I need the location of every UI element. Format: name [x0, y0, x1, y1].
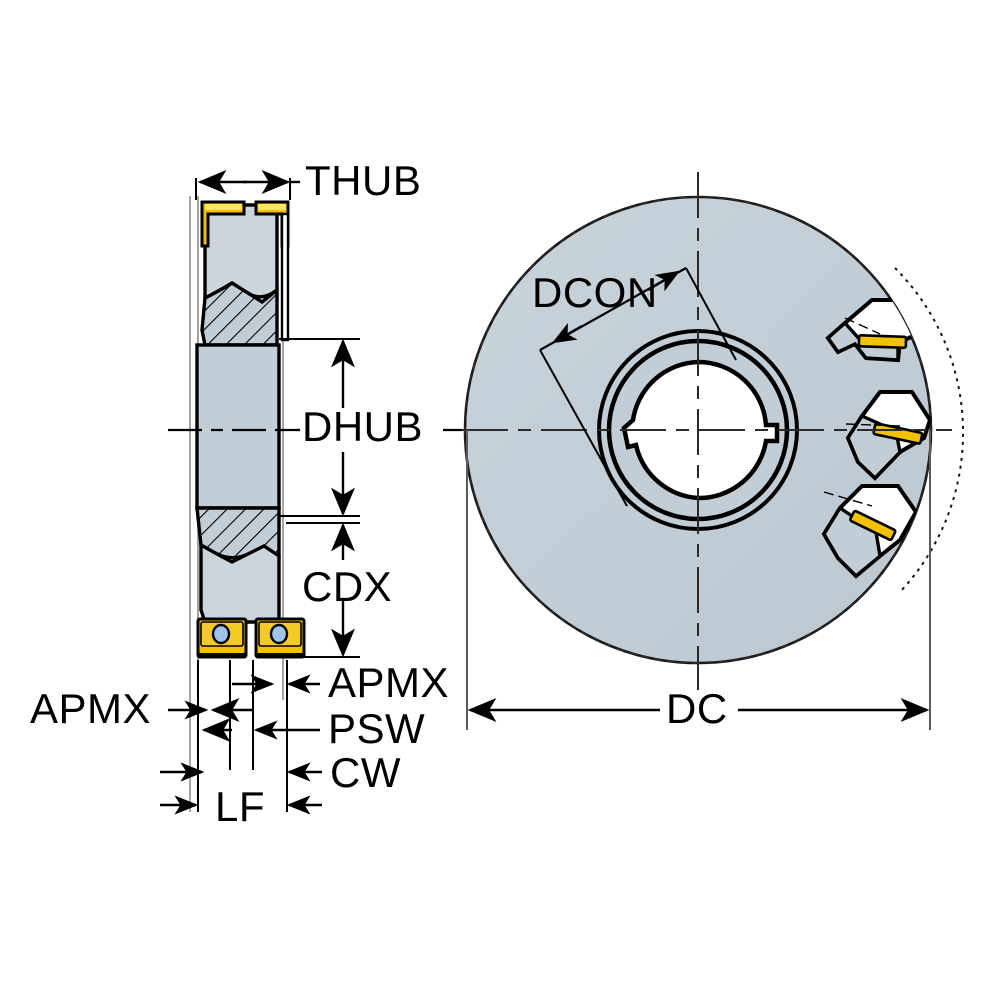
- dcon-leader-to-hub: [539, 349, 628, 507]
- label-dcon: DCON: [532, 269, 658, 316]
- face-view: [462, 172, 965, 730]
- dimension-dc: [466, 430, 931, 730]
- insert-top-right-highlight: [258, 204, 286, 210]
- label-apmx-left: APMX: [30, 685, 152, 732]
- insert-top-left: [200, 200, 246, 248]
- side-section-view: [160, 170, 462, 815]
- insert-pocket-upper-centerline: [844, 317, 881, 335]
- dimension-cdx: [286, 522, 360, 658]
- face-view-centerlines: [462, 172, 952, 690]
- label-cdx: CDX: [302, 563, 393, 610]
- screw-bottom-left: [211, 623, 231, 645]
- body-lower-rim: [199, 542, 281, 624]
- label-dc: DC: [666, 685, 728, 732]
- label-lf: LF: [215, 783, 266, 830]
- insert-pocket-group: [821, 298, 931, 579]
- insert-middle: [872, 422, 924, 445]
- insert-bottom-right-shadow: [256, 653, 304, 658]
- dcon-arrow-lower: [551, 322, 583, 344]
- label-apmx-right: APMX: [328, 659, 450, 706]
- label-dhub: DHUB: [302, 403, 424, 450]
- body-upper-rim: [203, 203, 279, 301]
- insert-upper: [857, 333, 908, 350]
- label-psw: PSW: [328, 705, 426, 752]
- label-cw: CW: [330, 749, 401, 796]
- body-upper-section-hatch: [200, 281, 279, 347]
- insert-pocket-middle-centerline: [845, 423, 901, 427]
- insert-pocket-lower-centerline: [823, 491, 873, 507]
- bottom-insert-group: [196, 617, 306, 659]
- label-thub: THUB: [305, 157, 422, 204]
- dcon-leader-to-bore: [685, 267, 737, 361]
- dimension-dcon: [539, 267, 737, 507]
- insert-lower: [849, 509, 897, 542]
- body-back-wall: [280, 212, 290, 342]
- top-insert-group: [200, 200, 290, 248]
- screw-bottom-right: [269, 623, 289, 645]
- dimension-thub: [195, 170, 300, 200]
- body-hub-band: [195, 343, 281, 510]
- dimension-dhub: [279, 338, 462, 517]
- insert-top-left-highlight: [205, 204, 242, 210]
- dcon-arrow-upper: [647, 270, 681, 292]
- insert-bottom-left-shadow: [198, 653, 246, 658]
